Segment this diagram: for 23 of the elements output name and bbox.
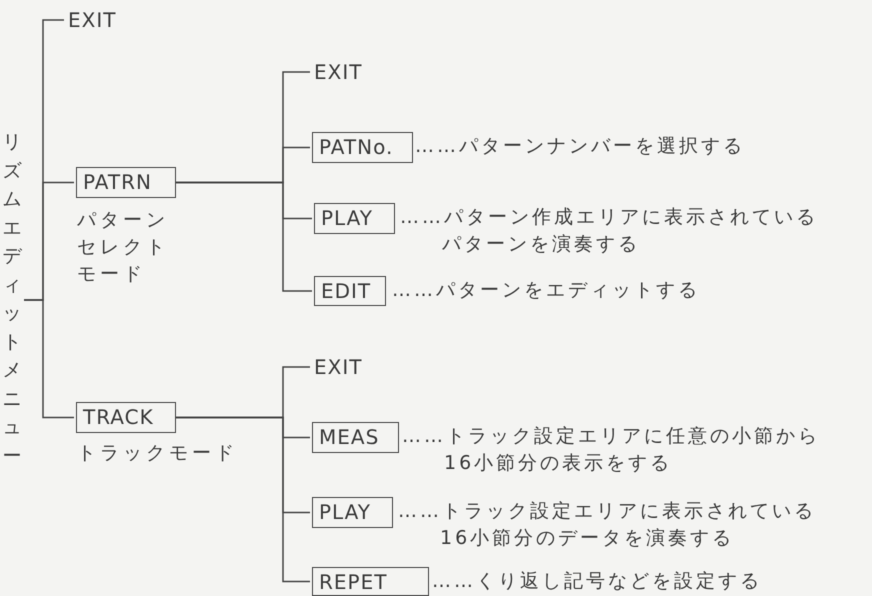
description-text: ……パターンをエディットする — [392, 278, 701, 303]
description-text: ……パターンナンバーを選択する — [415, 134, 746, 159]
menu-key-box: PATNo. — [312, 132, 413, 163]
menu-option: EXIT — [312, 58, 382, 86]
description-text: ……トラック設定エリアに表示されている16小節分のデータを演奏する — [398, 499, 817, 551]
menu-key-box: PATRN — [76, 167, 176, 198]
description-text: ……トラック設定エリアに任意の小節から16小節分の表示をする — [402, 424, 821, 476]
description-text: トラックモード — [77, 441, 239, 466]
menu-option: EXIT — [66, 6, 136, 34]
menu-key-box: REPET — [312, 567, 429, 596]
description-text: パターンセレクトモード — [77, 208, 170, 287]
menu-key-box: PLAY — [312, 497, 393, 528]
tree-line — [176, 416, 310, 582]
tree-line — [176, 182, 312, 292]
menu-key-box: EDIT — [314, 276, 386, 306]
menu-key-box: MEAS — [312, 422, 399, 453]
menu-title: リズムエディットメニュー — [0, 128, 24, 472]
menu-key-box: PLAY — [314, 203, 395, 234]
description-text: ……くり返し記号などを設定する — [432, 569, 763, 594]
description-text: ……パターン作成エリアに表示されているパターンを演奏する — [400, 205, 819, 257]
menu-option: EXIT — [312, 353, 382, 381]
tree-line — [24, 299, 74, 418]
menu-key-box: TRACK — [76, 402, 176, 433]
